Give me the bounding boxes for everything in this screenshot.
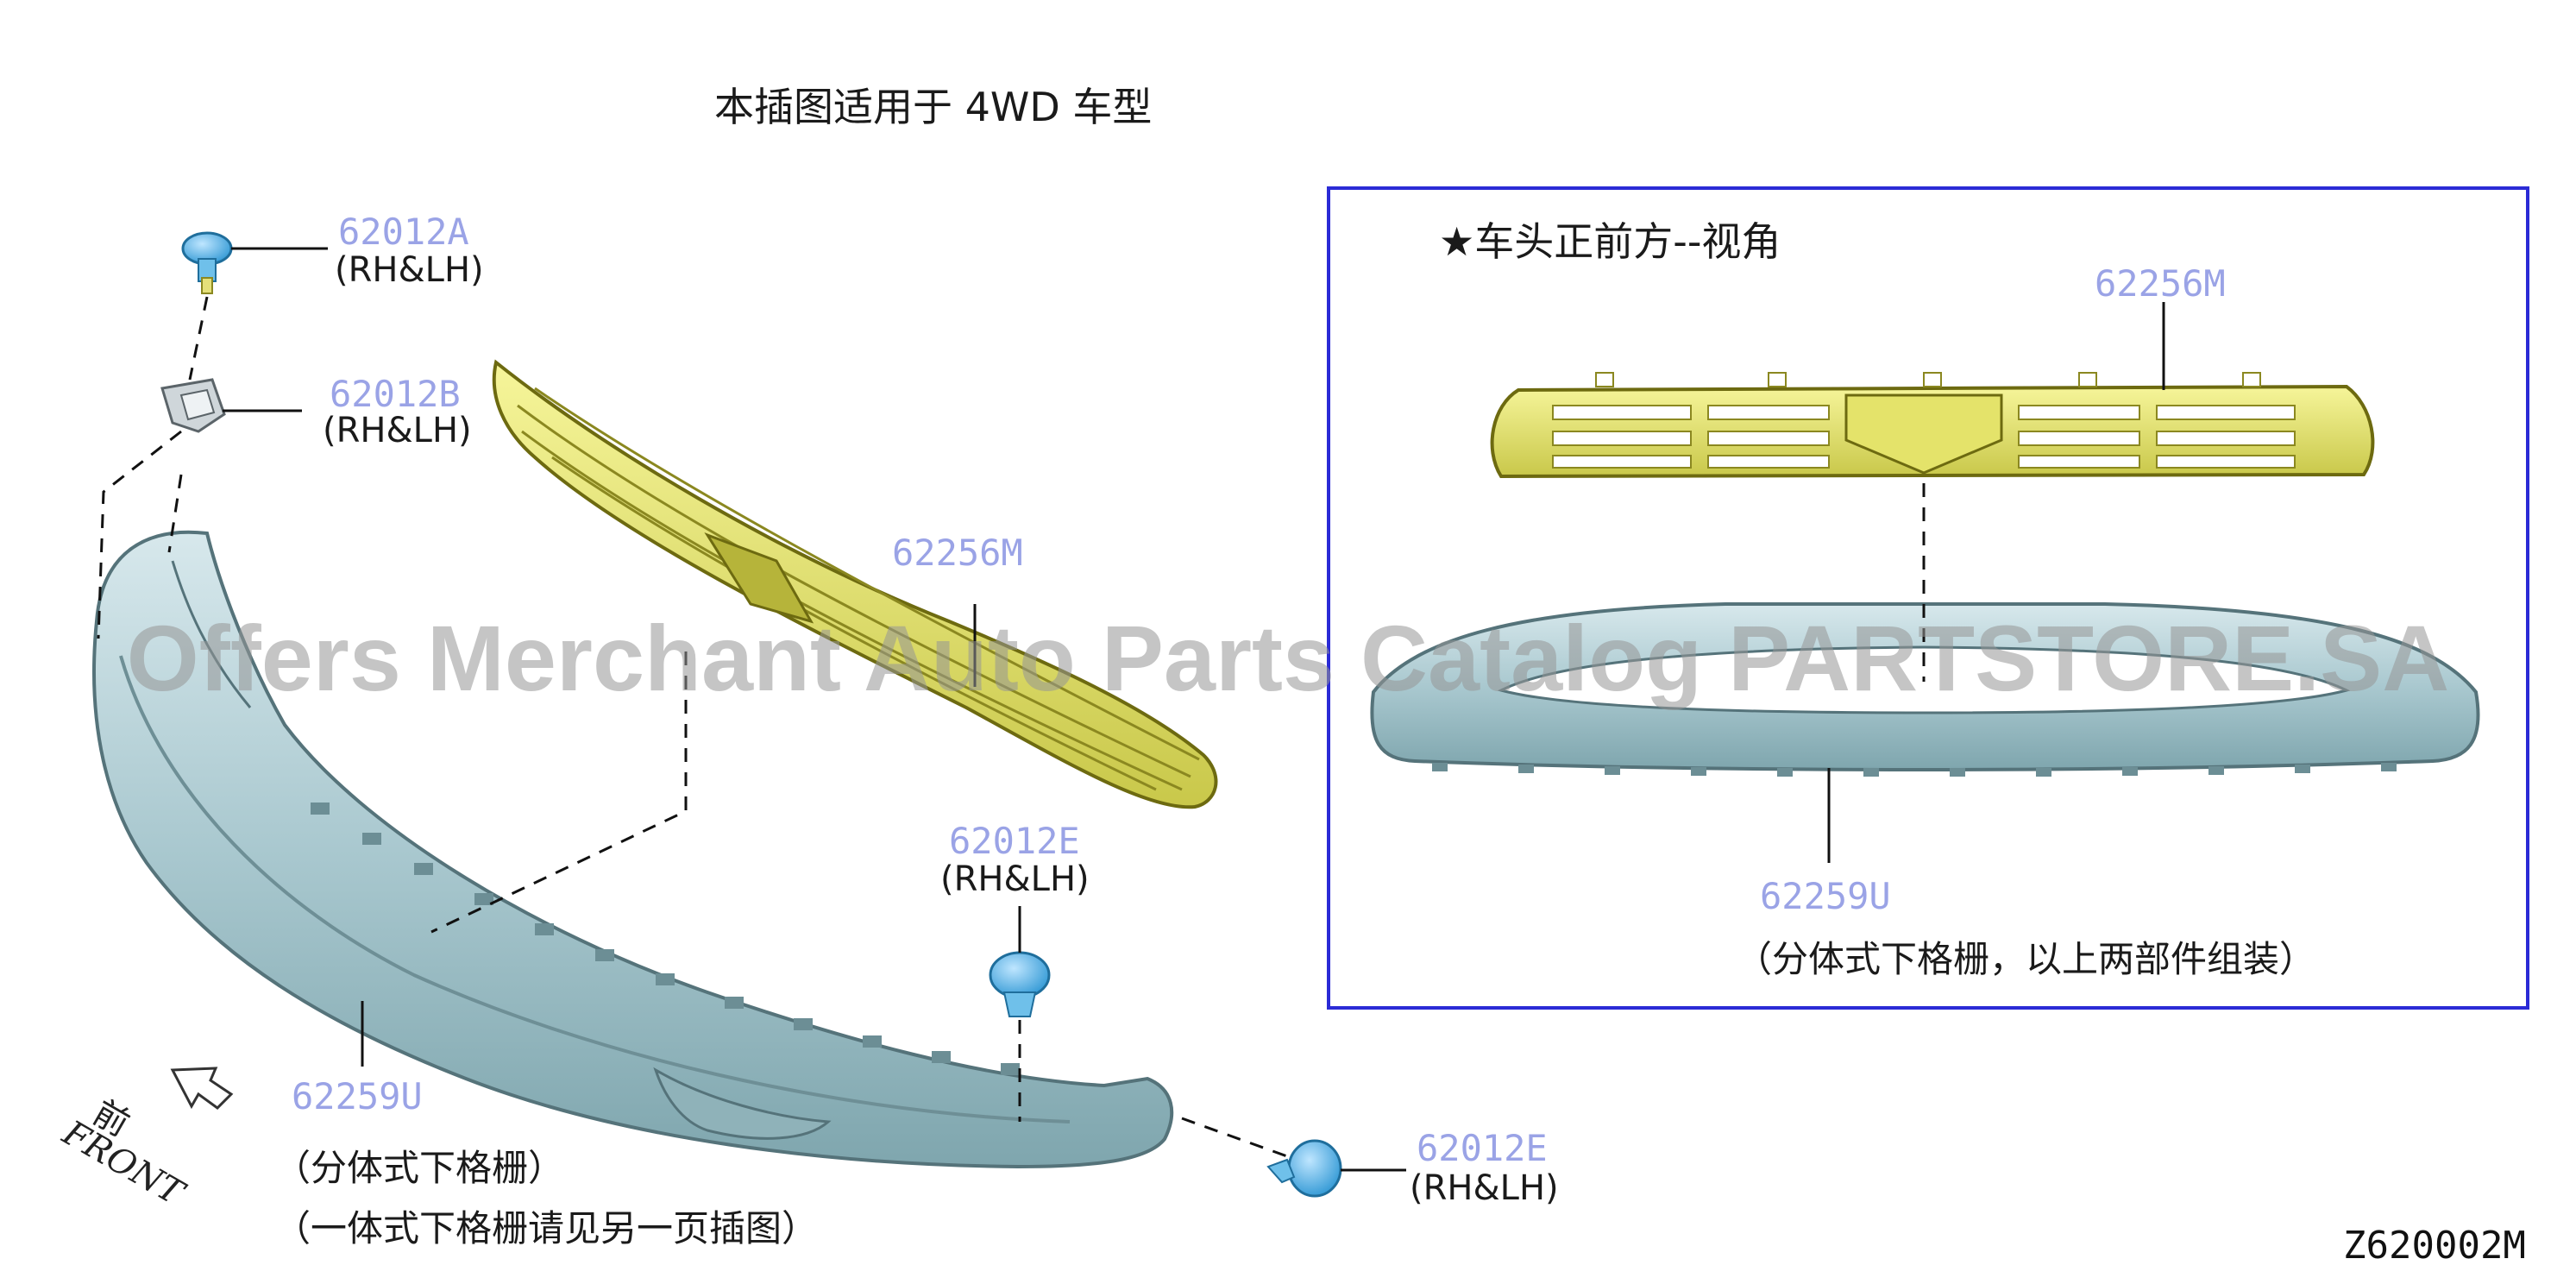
- inset-bumper-note: （分体式下格栅，以上两部件组装）: [1736, 938, 2316, 980]
- callout-rivet-upper-part[interactable]: 62012E: [949, 820, 1080, 862]
- leader-lines: [223, 247, 1406, 1172]
- bolt-62012A: [181, 231, 233, 294]
- rivet-62012E-lower: [1266, 1139, 1342, 1198]
- callout-rivet-upper-side: (RH&LH): [940, 859, 1090, 899]
- callout-rivet-lower-side: (RH&LH): [1410, 1168, 1559, 1208]
- callout-bolt-part[interactable]: 62012A: [338, 211, 469, 253]
- callout-grille-part[interactable]: 62256M: [892, 532, 1023, 574]
- callout-rivet-lower-part[interactable]: 62012E: [1417, 1127, 1548, 1169]
- callout-bolt-side: (RH&LH): [335, 250, 484, 290]
- inset-view-title: ★车头正前方--视角: [1439, 218, 1781, 265]
- callout-bumper-note-2: （一体式下格栅请见另一页插图）: [274, 1207, 819, 1249]
- lower-grille-inset: [1490, 372, 2375, 479]
- callout-clip-part[interactable]: 62012B: [330, 373, 461, 415]
- assembly-lines: [97, 296, 1288, 1158]
- inset-bumper-part[interactable]: 62259U: [1760, 875, 1891, 917]
- rivet-62012E-upper: [989, 951, 1051, 1017]
- front-arrow-icon: [170, 1067, 234, 1110]
- inset-frame: [1327, 186, 2529, 1010]
- inset-leader-lines: [1827, 302, 2165, 863]
- callout-bumper-part[interactable]: 62259U: [292, 1075, 423, 1117]
- watermark: Offers Merchant Auto Parts Catalog PARTS…: [126, 606, 2450, 710]
- inset-grille-part[interactable]: 62256M: [2095, 262, 2226, 305]
- diagram-code: Z620002M: [2343, 1224, 2526, 1268]
- applicability-title: 本插图适用于 4WD 车型: [714, 84, 1153, 130]
- callout-clip-side: (RH&LH): [323, 411, 472, 450]
- lower-grille-main: [492, 359, 1218, 809]
- clip-62012B: [160, 378, 226, 433]
- callout-bumper-note-1: （分体式下格栅）: [274, 1147, 565, 1189]
